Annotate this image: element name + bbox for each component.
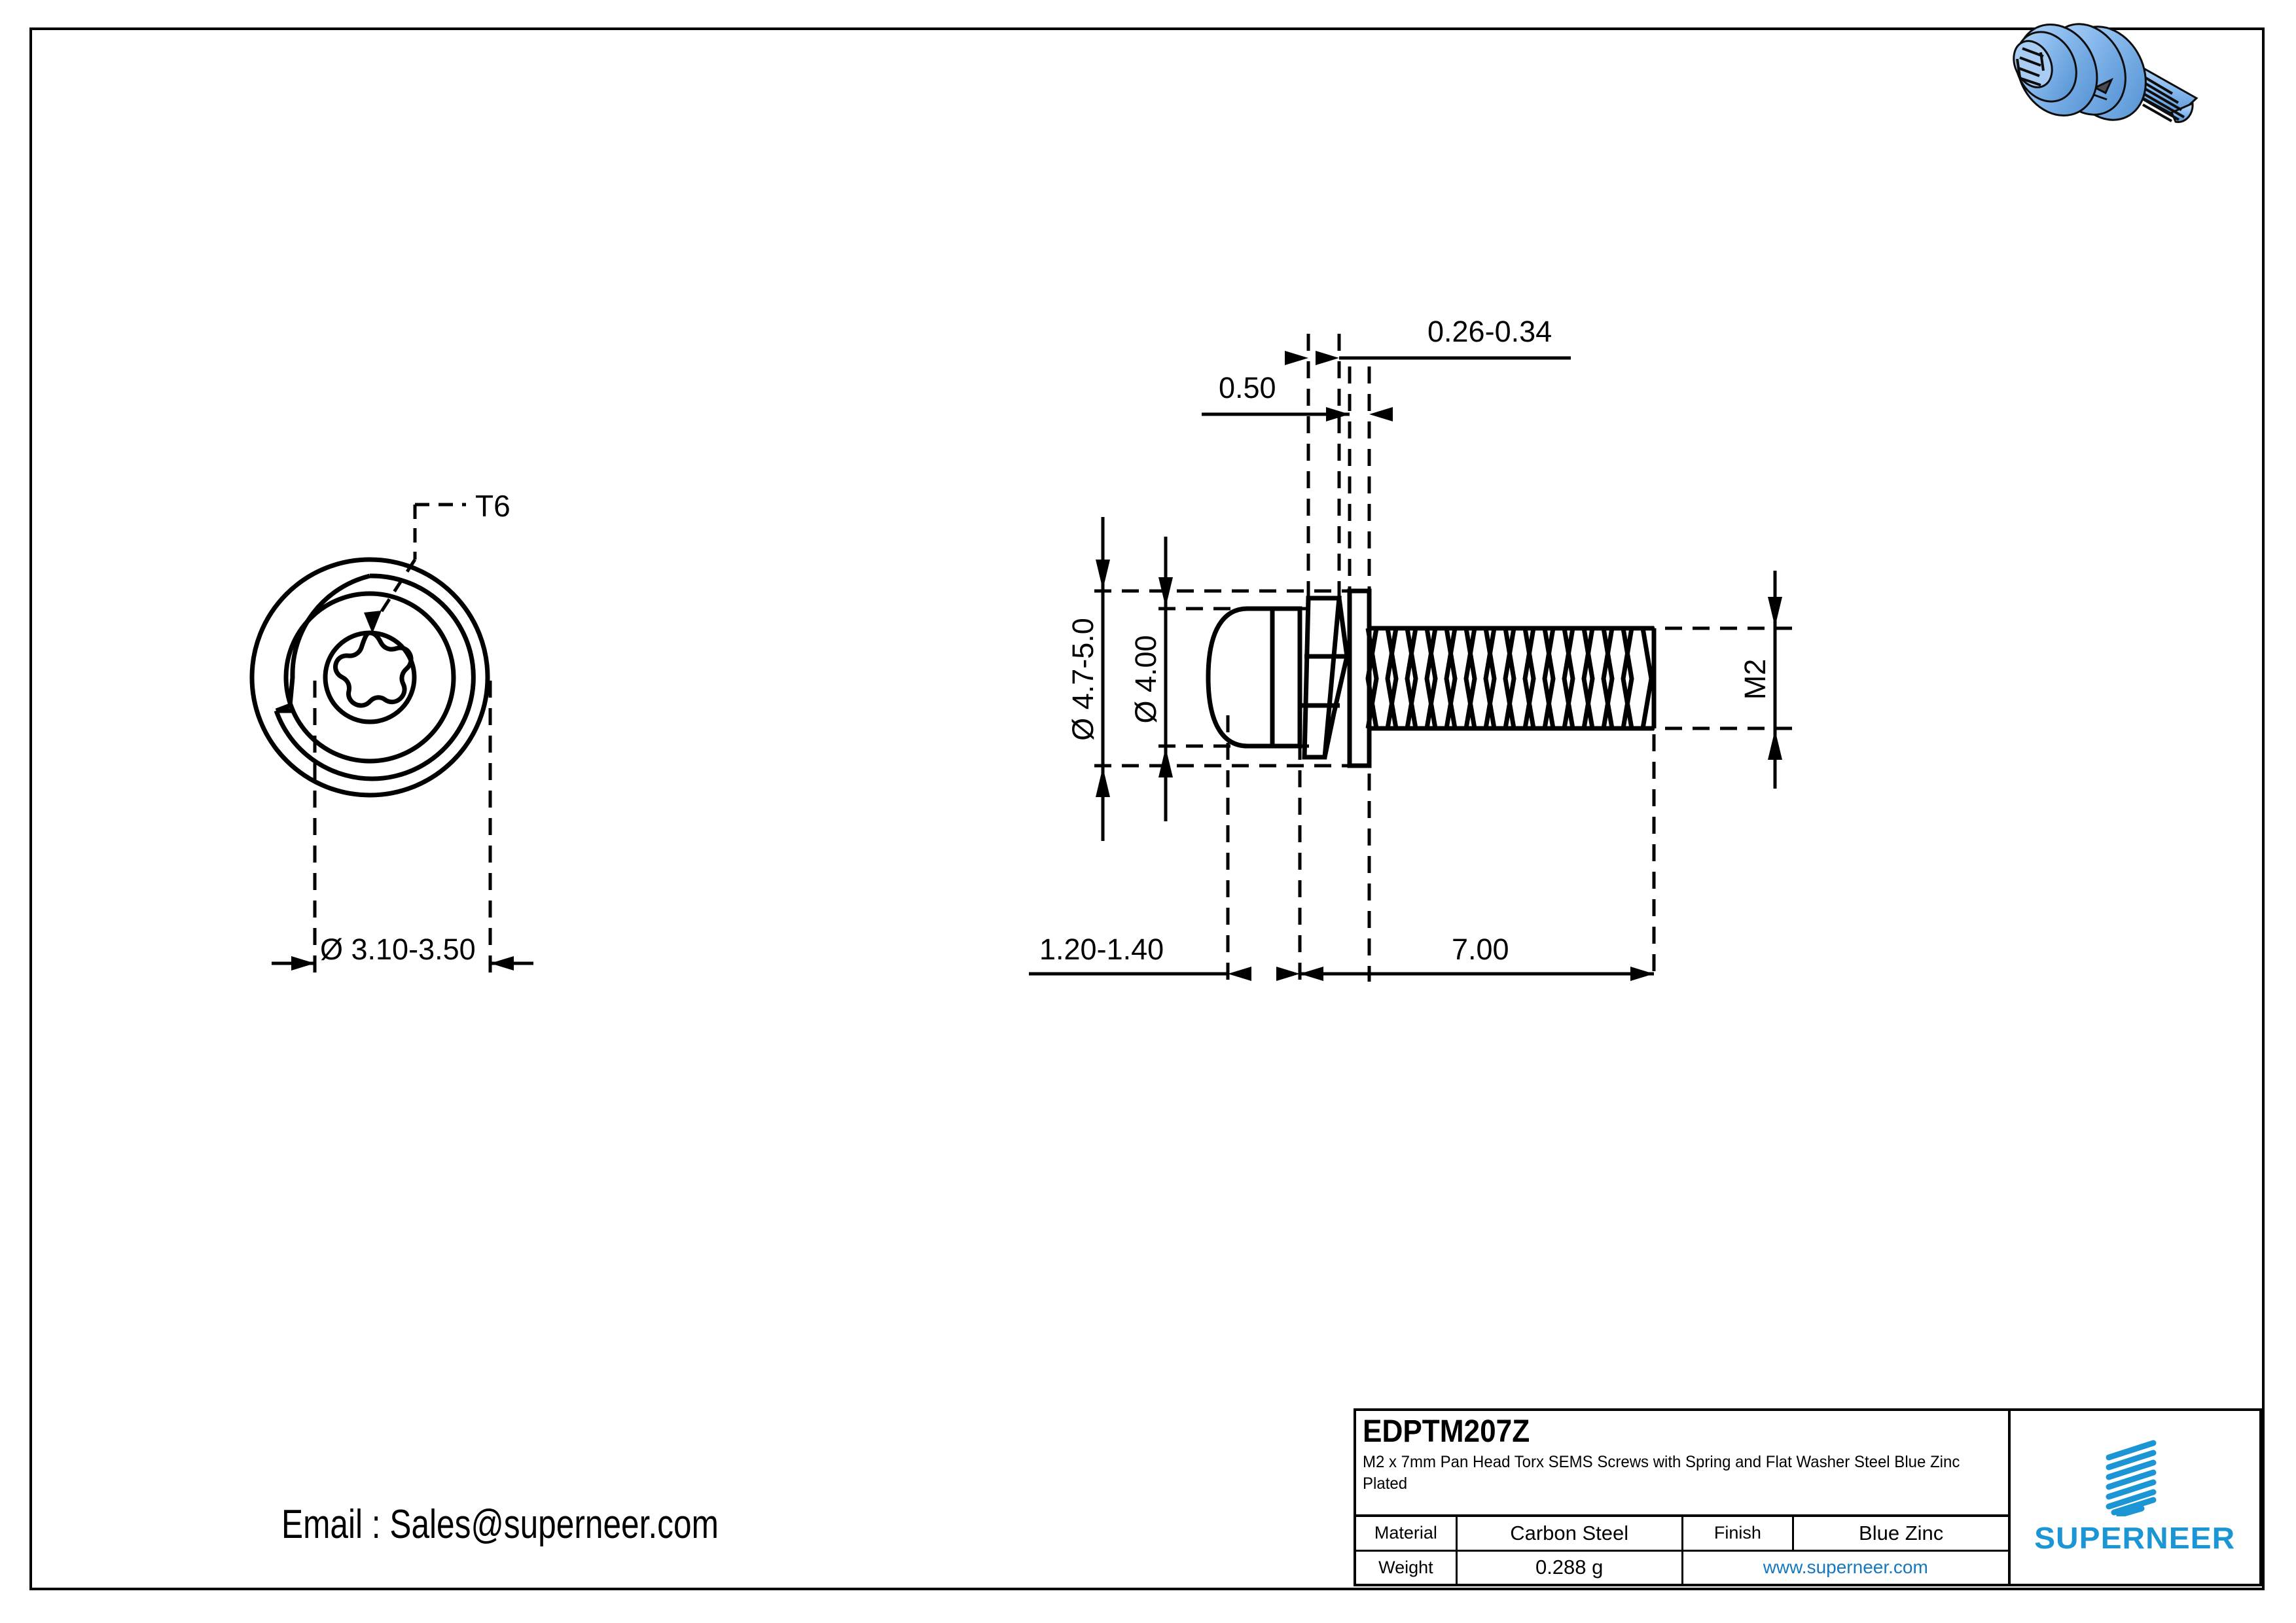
t6-label: T6 [475,489,511,523]
dim-head-diameter-label: Ø 4.00 [1129,635,1162,723]
screw-3d-render [2013,23,2198,123]
weight-value: 0.288 g [1458,1551,1683,1584]
title-block: EDPTM207Z M2 x 7mm Pan Head Torx SEMS Sc… [1354,1408,2262,1586]
front-diameter-label: Ø 3.10-3.50 [320,933,476,966]
finish-label: Finish [1683,1517,1795,1550]
dim-outer-diameter [1096,517,1110,841]
drawing-border [29,27,2265,1590]
render-torx-socket [2013,40,2053,88]
thread-profile [1365,628,1634,729]
dim-thread-length-label: 7.00 [1452,933,1509,966]
dim-bottom-chain [1029,967,1654,981]
dim-head-diameter [1158,537,1173,821]
title-block-row-material: Material Carbon Steel Finish Blue Zinc [1356,1517,2008,1552]
flat-washer-circle [249,557,490,798]
title-block-row-weight: Weight 0.288 g www.superneer.com [1356,1551,2008,1584]
dim-spring-washer [1285,351,1571,365]
t6-leader [364,503,466,633]
dim-spring-washer-label: 0.26-0.34 [1427,315,1552,348]
dim-flat-washer-label: 0.50 [1219,371,1276,404]
spring-washer-outline [1302,596,1342,760]
spring-washer-circle [274,573,476,781]
material-label: Material [1356,1517,1458,1550]
material-value: Carbon Steel [1458,1517,1683,1550]
torx-lobes [333,630,414,708]
front-view [249,557,490,798]
title-block-left: EDPTM207Z M2 x 7mm Pan Head Torx SEMS Sc… [1356,1411,2011,1584]
website-link[interactable]: www.superneer.com [1763,1557,1928,1578]
brand-name: SUPERNEER [2034,1521,2236,1555]
spring-washer-tail [1322,597,1350,758]
title-block-description: EDPTM207Z M2 x 7mm Pan Head Torx SEMS Sc… [1356,1411,2008,1517]
pan-head-outline [1206,606,1302,749]
finish-value: Blue Zinc [1859,1521,1944,1544]
superneer-logo-icon [2106,1440,2157,1516]
dim-head-height-label: 1.20-1.40 [1039,933,1164,966]
side-view-extension-lines [1094,334,1793,982]
brand-block: SUPERNEER [2011,1411,2259,1584]
weight-label: Weight [1356,1551,1458,1584]
dim-thread-size [1768,571,1782,789]
part-code: EDPTM207Z [1363,1414,1530,1449]
part-description: M2 x 7mm Pan Head Torx SEMS Screws with … [1363,1452,1960,1493]
dim-thread-size-label: M2 [1738,659,1772,700]
dim-outer-diameter-label: Ø 4.7-5.0 [1066,618,1100,741]
pan-head-circle [283,591,456,764]
thread-root-lines [1365,628,1654,729]
side-view-screw [1206,588,1657,768]
dim-flat-washer [1202,407,1393,421]
email-line: Email : Sales@superneer.com [281,1502,719,1547]
front-diameter-dimension [272,681,533,982]
